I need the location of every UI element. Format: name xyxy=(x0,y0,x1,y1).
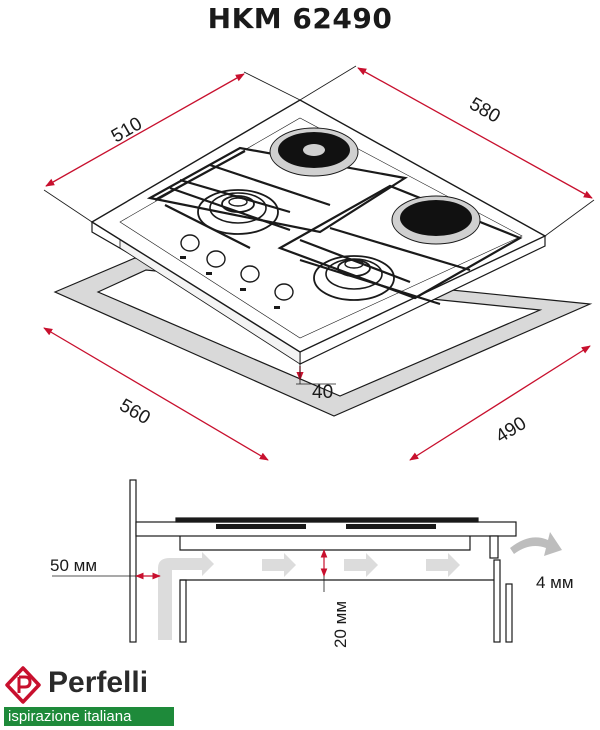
dim-width-top: 580 xyxy=(466,94,504,128)
product-title: HKM 62490 xyxy=(207,2,393,35)
dim-cutout-width: 490 xyxy=(492,413,530,448)
knob-3 xyxy=(240,265,260,283)
control-knobs xyxy=(180,234,294,309)
dim-cutout-depth: 560 xyxy=(116,395,154,429)
section-view xyxy=(129,479,517,643)
knob-1 xyxy=(180,234,200,252)
gas-burner-left xyxy=(197,189,279,235)
gas-burner-right xyxy=(313,255,395,301)
brand-tagline: ispirazione italiana xyxy=(4,707,174,726)
brand-block: Perfelli ispirazione italiana xyxy=(4,662,180,726)
airflow-arrows xyxy=(158,532,562,640)
dim-clearance-bottom: 20 мм xyxy=(331,601,350,648)
pan-support-right xyxy=(277,184,523,306)
knob-4 xyxy=(274,283,294,301)
electric-hotplate-back xyxy=(269,127,359,177)
knob-2 xyxy=(206,250,226,268)
dim-height: 40 xyxy=(312,382,333,403)
dim-clearance-front: 4 мм xyxy=(536,573,574,592)
dim-depth-top: 510 xyxy=(108,113,146,147)
electric-hotplate-right xyxy=(391,195,481,245)
brand-logo-icon xyxy=(5,666,41,704)
brand-name: Perfelli xyxy=(48,666,149,699)
dim-clearance-side: 50 мм xyxy=(50,556,97,575)
